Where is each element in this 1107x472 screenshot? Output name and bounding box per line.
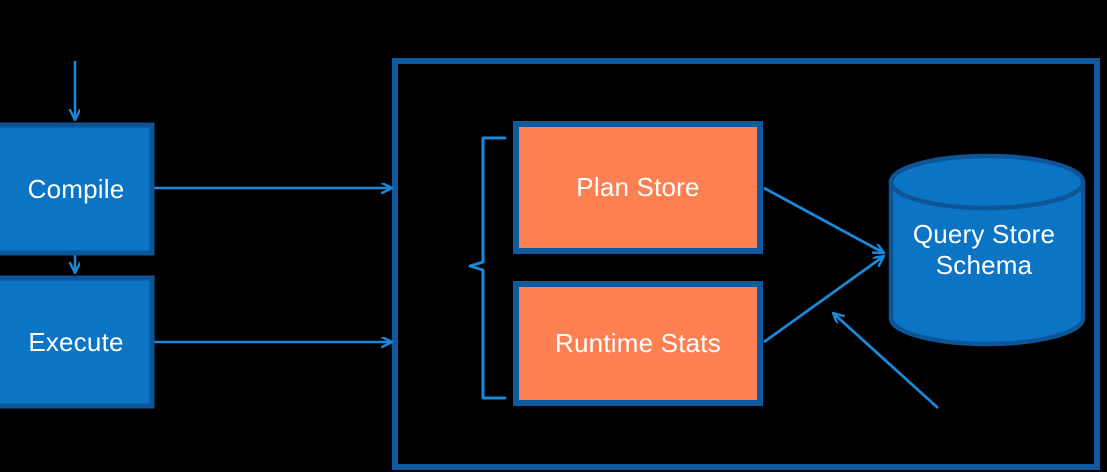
connector-planstore-to-schema xyxy=(763,186,884,255)
cylinder-body xyxy=(888,179,1086,347)
query-store-container-outline xyxy=(392,58,1100,470)
store-group-brace xyxy=(468,136,507,400)
connector-runtime-to-schema xyxy=(763,256,884,344)
cylinder-top-ellipse xyxy=(888,153,1086,211)
runtime-stats-box[interactable] xyxy=(513,281,763,406)
compile-box[interactable] xyxy=(0,122,155,256)
plan-store-box[interactable] xyxy=(513,121,763,254)
execute-box[interactable] xyxy=(0,275,155,409)
connector-external-to-schema xyxy=(833,313,939,410)
query-store-schema-cylinder[interactable] xyxy=(888,153,1086,347)
